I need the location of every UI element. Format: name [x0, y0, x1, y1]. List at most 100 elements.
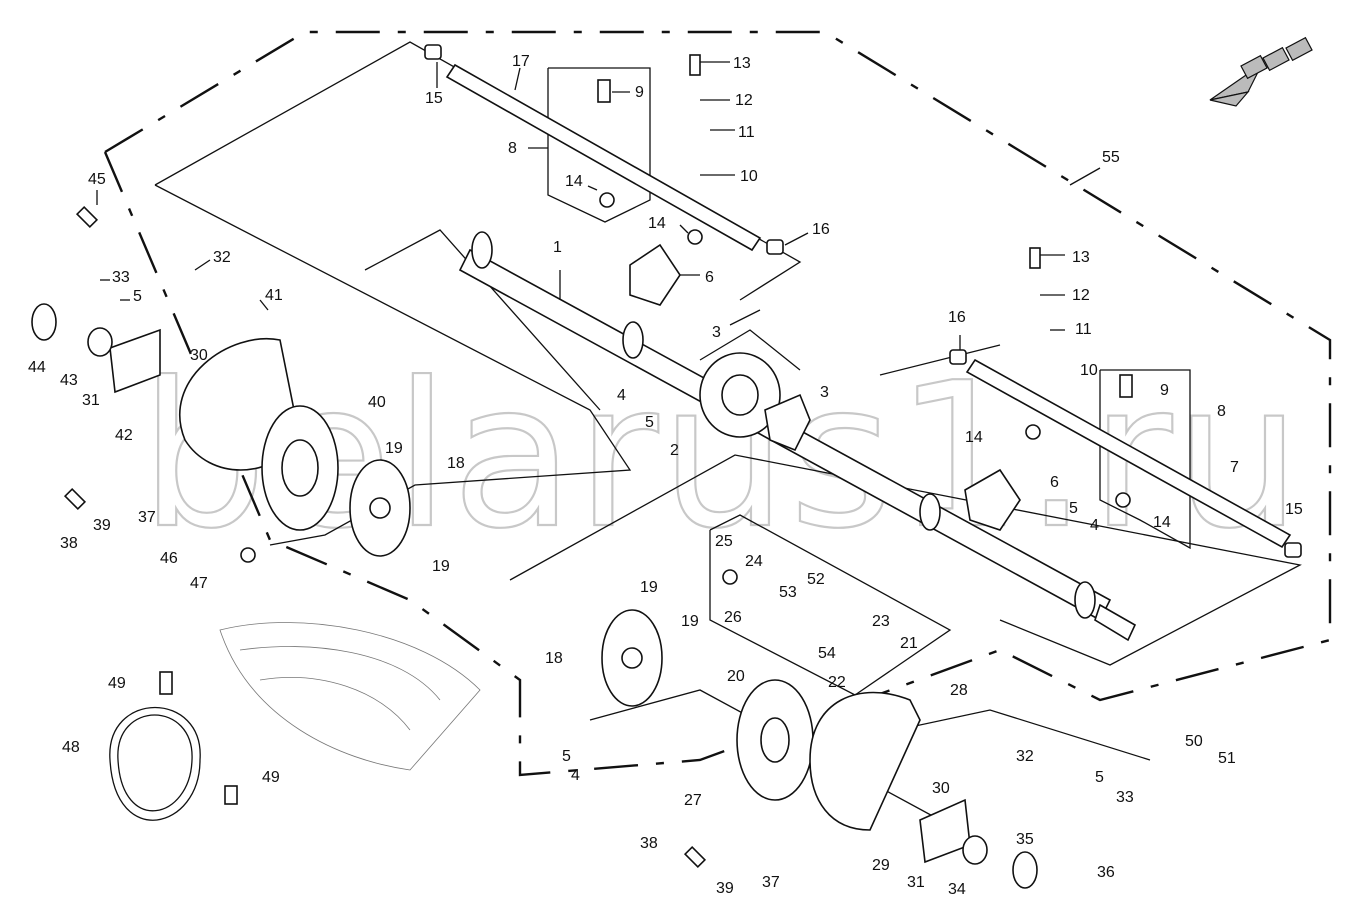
callout-54: 54	[818, 645, 836, 662]
callout-25: 25	[715, 533, 733, 550]
callout-39: 39	[716, 880, 734, 897]
callout-5: 5	[1095, 769, 1104, 786]
callout-47: 47	[190, 575, 208, 592]
callout-10: 10	[1080, 362, 1098, 379]
drive-belt-48	[109, 706, 201, 821]
callout-19: 19	[681, 613, 699, 630]
callout-14: 14	[648, 215, 666, 232]
callout-30: 30	[932, 780, 950, 797]
callout-50: 50	[1185, 733, 1203, 750]
callout-34: 34	[948, 881, 966, 898]
callout-49: 49	[108, 675, 126, 692]
callout-26: 26	[724, 609, 742, 626]
right-bearing-housing	[919, 798, 1038, 889]
right-cover-28	[809, 691, 921, 831]
callout-38: 38	[640, 835, 658, 852]
lower-flange-18	[601, 609, 663, 707]
callout-27: 27	[684, 792, 702, 809]
machine-sketch	[219, 622, 481, 771]
callout-4: 4	[571, 767, 580, 784]
callout-13: 13	[733, 55, 751, 72]
callout-13: 13	[1072, 249, 1090, 266]
callout-21: 21	[900, 635, 918, 652]
hub-2	[699, 352, 781, 438]
group-outlines	[154, 41, 1302, 821]
star-plate-mid	[764, 393, 811, 452]
leader-lines	[96, 61, 1101, 350]
callout-4: 4	[1090, 517, 1099, 534]
callout-3: 3	[820, 384, 829, 401]
callout-19: 19	[385, 440, 403, 457]
callout-35: 35	[1016, 831, 1034, 848]
callout-49: 49	[262, 769, 280, 786]
callout-40: 40	[368, 394, 386, 411]
callout-8: 8	[1217, 403, 1226, 420]
callout-41: 41	[265, 287, 283, 304]
callout-46: 46	[160, 550, 178, 567]
callout-31: 31	[82, 392, 100, 409]
callout-45: 45	[88, 171, 106, 188]
callout-39: 39	[93, 517, 111, 534]
callout-48: 48	[62, 739, 80, 756]
callout-52: 52	[807, 571, 825, 588]
callout-9: 9	[1160, 382, 1169, 399]
callout-44: 44	[28, 359, 46, 376]
callout-18: 18	[447, 455, 465, 472]
hardware	[63, 54, 1133, 869]
callout-2: 2	[670, 442, 679, 459]
callout-32: 32	[1016, 748, 1034, 765]
callout-22: 22	[828, 674, 846, 691]
callout-3: 3	[712, 324, 721, 341]
callout-18: 18	[545, 650, 563, 667]
callout-38: 38	[60, 535, 78, 552]
callout-5: 5	[1069, 500, 1078, 517]
right-pulley-27	[736, 679, 814, 801]
callout-15: 15	[425, 90, 443, 107]
callout-8: 8	[508, 140, 517, 157]
callout-30: 30	[190, 347, 208, 364]
callout-11: 11	[1075, 321, 1092, 338]
callout-14: 14	[565, 173, 583, 190]
callout-36: 36	[1097, 864, 1115, 881]
callout-17: 17	[512, 53, 530, 70]
callout-32: 32	[213, 249, 231, 266]
callout-1: 1	[553, 239, 562, 256]
callout-24: 24	[745, 553, 763, 570]
callout-31: 31	[907, 874, 925, 891]
callout-33: 33	[1116, 789, 1134, 806]
direction-arrow-icon	[1209, 36, 1313, 107]
callout-5: 5	[645, 414, 654, 431]
callout-16: 16	[948, 309, 966, 326]
lower-shaft-7	[949, 349, 1302, 558]
callout-51: 51	[1218, 750, 1236, 767]
callout-10: 10	[740, 168, 758, 185]
callout-5: 5	[562, 748, 571, 765]
callout-19: 19	[640, 579, 658, 596]
callout-55: 55	[1102, 149, 1120, 166]
callout-33: 33	[112, 269, 130, 286]
left-flange-18	[349, 459, 411, 557]
callout-20: 20	[727, 668, 745, 685]
star-plate-6a	[629, 243, 681, 306]
callout-4: 4	[617, 387, 626, 404]
callout-6: 6	[705, 269, 714, 286]
callout-15: 15	[1285, 501, 1303, 518]
callout-29: 29	[872, 857, 890, 874]
callout-43: 43	[60, 372, 78, 389]
star-plate-6b	[964, 468, 1021, 531]
callout-37: 37	[138, 509, 156, 526]
callout-12: 12	[1072, 287, 1090, 304]
callout-11: 11	[738, 124, 755, 141]
callout-37: 37	[762, 874, 780, 891]
callout-9: 9	[635, 84, 644, 101]
callout-14: 14	[965, 429, 983, 446]
callout-6: 6	[1050, 474, 1059, 491]
callout-28: 28	[950, 682, 968, 699]
callout-19: 19	[432, 558, 450, 575]
left-pulley-40	[261, 405, 339, 531]
callout-7: 7	[1230, 459, 1239, 476]
callout-16: 16	[812, 221, 830, 238]
callout-labels: 17 15 13 9 12 11 8 10 14 14 16 55 45 32 …	[28, 53, 1303, 898]
upper-shaft-17	[424, 44, 784, 255]
